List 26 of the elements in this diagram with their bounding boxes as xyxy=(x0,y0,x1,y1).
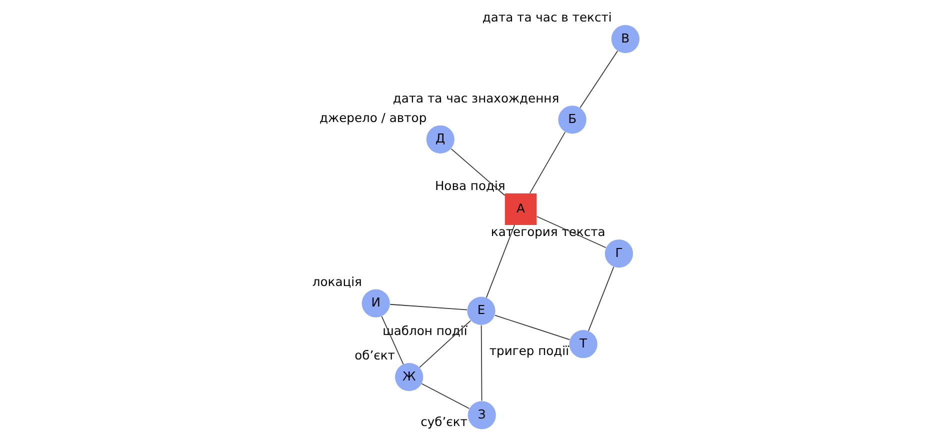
node-circle: Б xyxy=(558,106,586,134)
node-label: дата та час в тексті xyxy=(482,10,612,25)
connector xyxy=(480,324,482,402)
node-circle: Г xyxy=(604,240,633,268)
node-circle: Е xyxy=(466,296,495,325)
connector xyxy=(528,132,566,194)
node-label: локація xyxy=(312,274,362,289)
connector xyxy=(389,304,467,310)
node-circle: Ж xyxy=(394,362,423,392)
node-circle: З xyxy=(467,401,496,430)
node-box: А xyxy=(504,193,536,226)
node-label: суб’єкт xyxy=(420,414,467,429)
node-circle: В xyxy=(610,24,639,54)
node-label: об’єкт xyxy=(354,348,394,363)
node-circle: Д xyxy=(426,125,454,154)
connector xyxy=(494,314,570,340)
node-label: тригер події xyxy=(488,344,569,358)
connector xyxy=(485,224,514,298)
connector xyxy=(380,316,404,365)
node-label: дата та час знахождення xyxy=(392,91,559,106)
node-circle: Т xyxy=(568,330,597,358)
connector xyxy=(579,50,618,108)
connector xyxy=(588,266,614,332)
node-label: джерело / автор xyxy=(318,111,426,126)
connector xyxy=(420,383,470,409)
node-circle: И xyxy=(361,289,390,318)
